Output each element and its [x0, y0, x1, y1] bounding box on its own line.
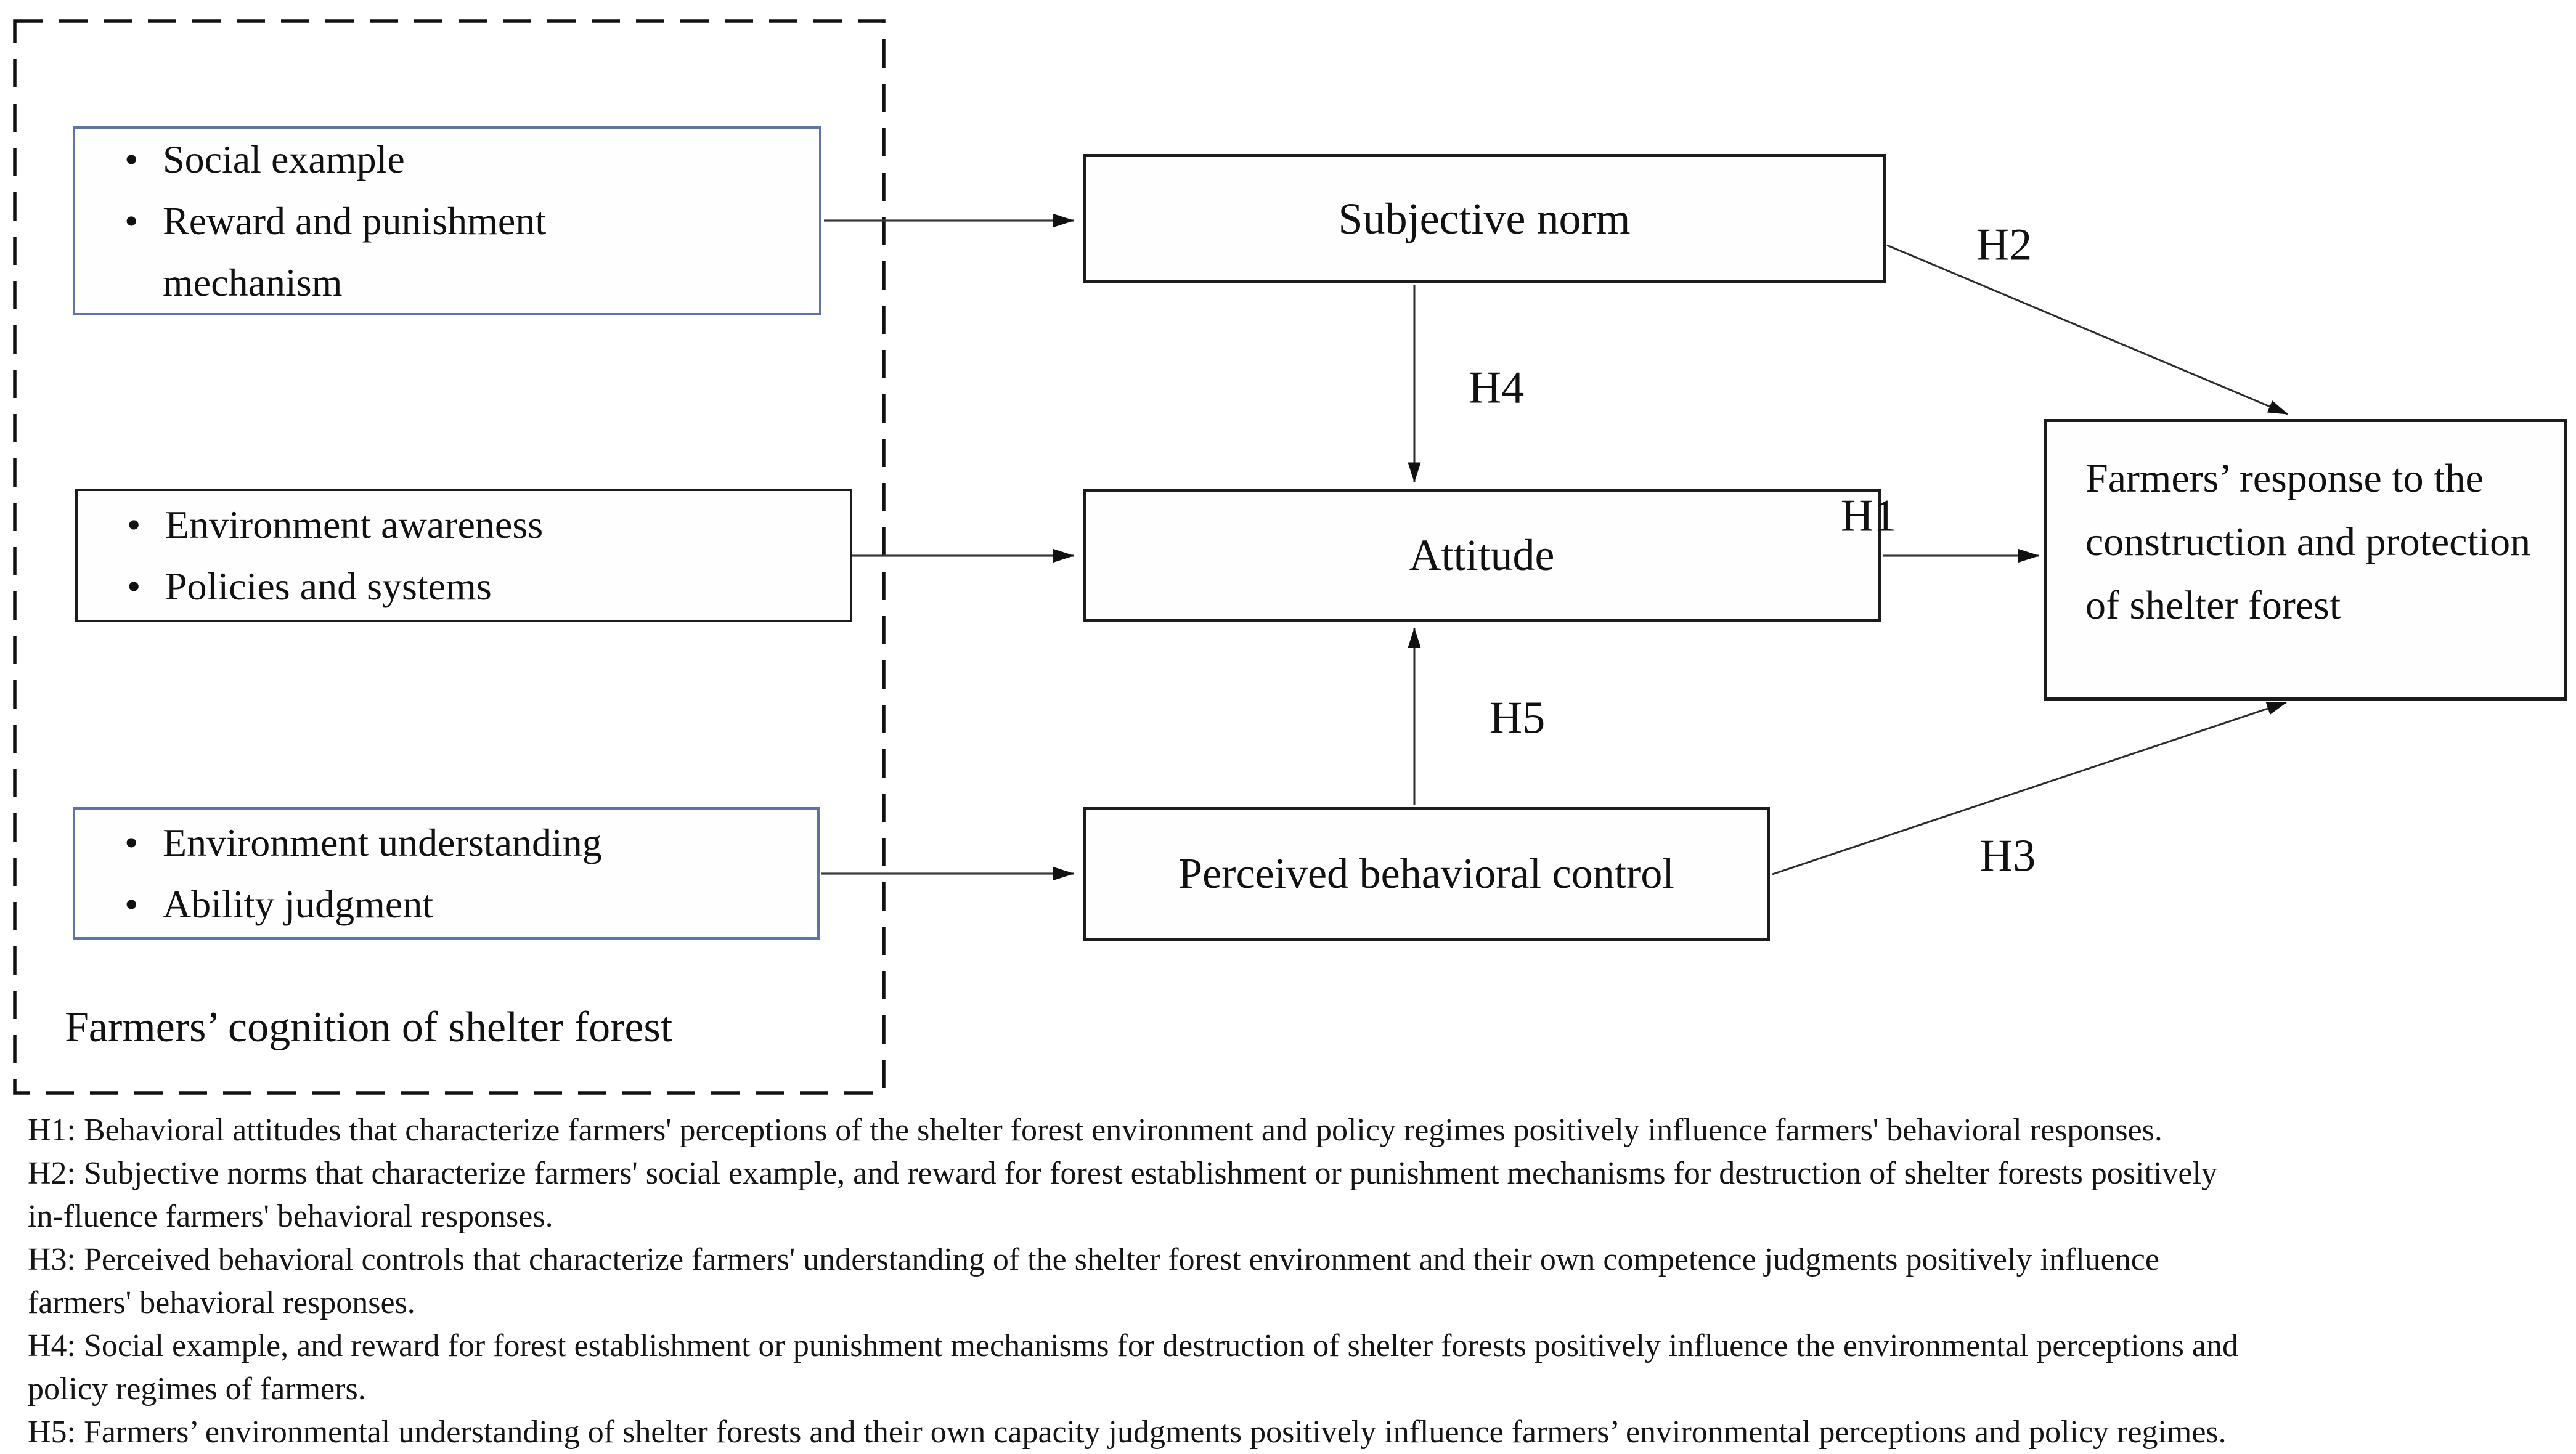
box-environment-awareness-policies: Environment awarenessPolicies and system… [75, 489, 852, 622]
caption-line: policy regimes of farmers. [28, 1371, 366, 1407]
bullet-item: Environment awareness [123, 494, 695, 556]
edge-label-h3: H3 [1979, 831, 2036, 882]
edge-label-h2: H2 [1976, 219, 2032, 270]
node-subjective-norm: Subjective norm [1083, 154, 1886, 283]
caption-line: H3: Perceived behavioral controls that c… [28, 1242, 2159, 1277]
caption-line: in-fluence farmers' behavioral responses… [28, 1199, 553, 1234]
caption-line: H1: Behavioral attitudes that characteri… [28, 1113, 2162, 1148]
hypotheses-caption: H1: Behavioral attitudes that characteri… [28, 1109, 2238, 1454]
caption-line: farmers' behavioral responses. [28, 1285, 415, 1320]
arrow-h3-pbc-to-response [1772, 701, 2288, 875]
box-social-example-reward: Social exampleReward and punishment mech… [73, 126, 821, 315]
edge-label-h5: H5 [1489, 692, 1546, 744]
caption-line: H5: Farmers’ environmental understanding… [28, 1415, 2227, 1450]
node-farmers-response: Farmers’ response to the construction an… [2044, 419, 2567, 701]
box-environment-understanding-ability: Environment understandingAbility judgmen… [73, 807, 820, 940]
arrow-h2-subjective-norm-to-response [1886, 244, 2289, 415]
bullet-item: Social example [121, 129, 693, 190]
bullet-item: Policies and systems [123, 556, 695, 617]
cognition-group-dashed-border [13, 19, 886, 1095]
caption-line: H4: Social example, and reward for fores… [28, 1328, 2238, 1363]
caption-line: H2: Subjective norms that characterize f… [28, 1156, 2217, 1191]
cognition-group-label: Farmers’ cognition of shelter forest [65, 1004, 673, 1051]
node-attitude: Attitude [1083, 489, 1881, 622]
bullet-item: Reward and punishment mechanism [121, 190, 693, 314]
bullet-item: Environment understanding [121, 812, 693, 874]
bullet-item: Ability judgment [121, 874, 693, 935]
node-perceived-behavioral-control: Perceived behavioral control [1083, 807, 1770, 941]
edge-label-h1: H1 [1840, 490, 1897, 542]
edge-label-h4: H4 [1468, 362, 1525, 413]
